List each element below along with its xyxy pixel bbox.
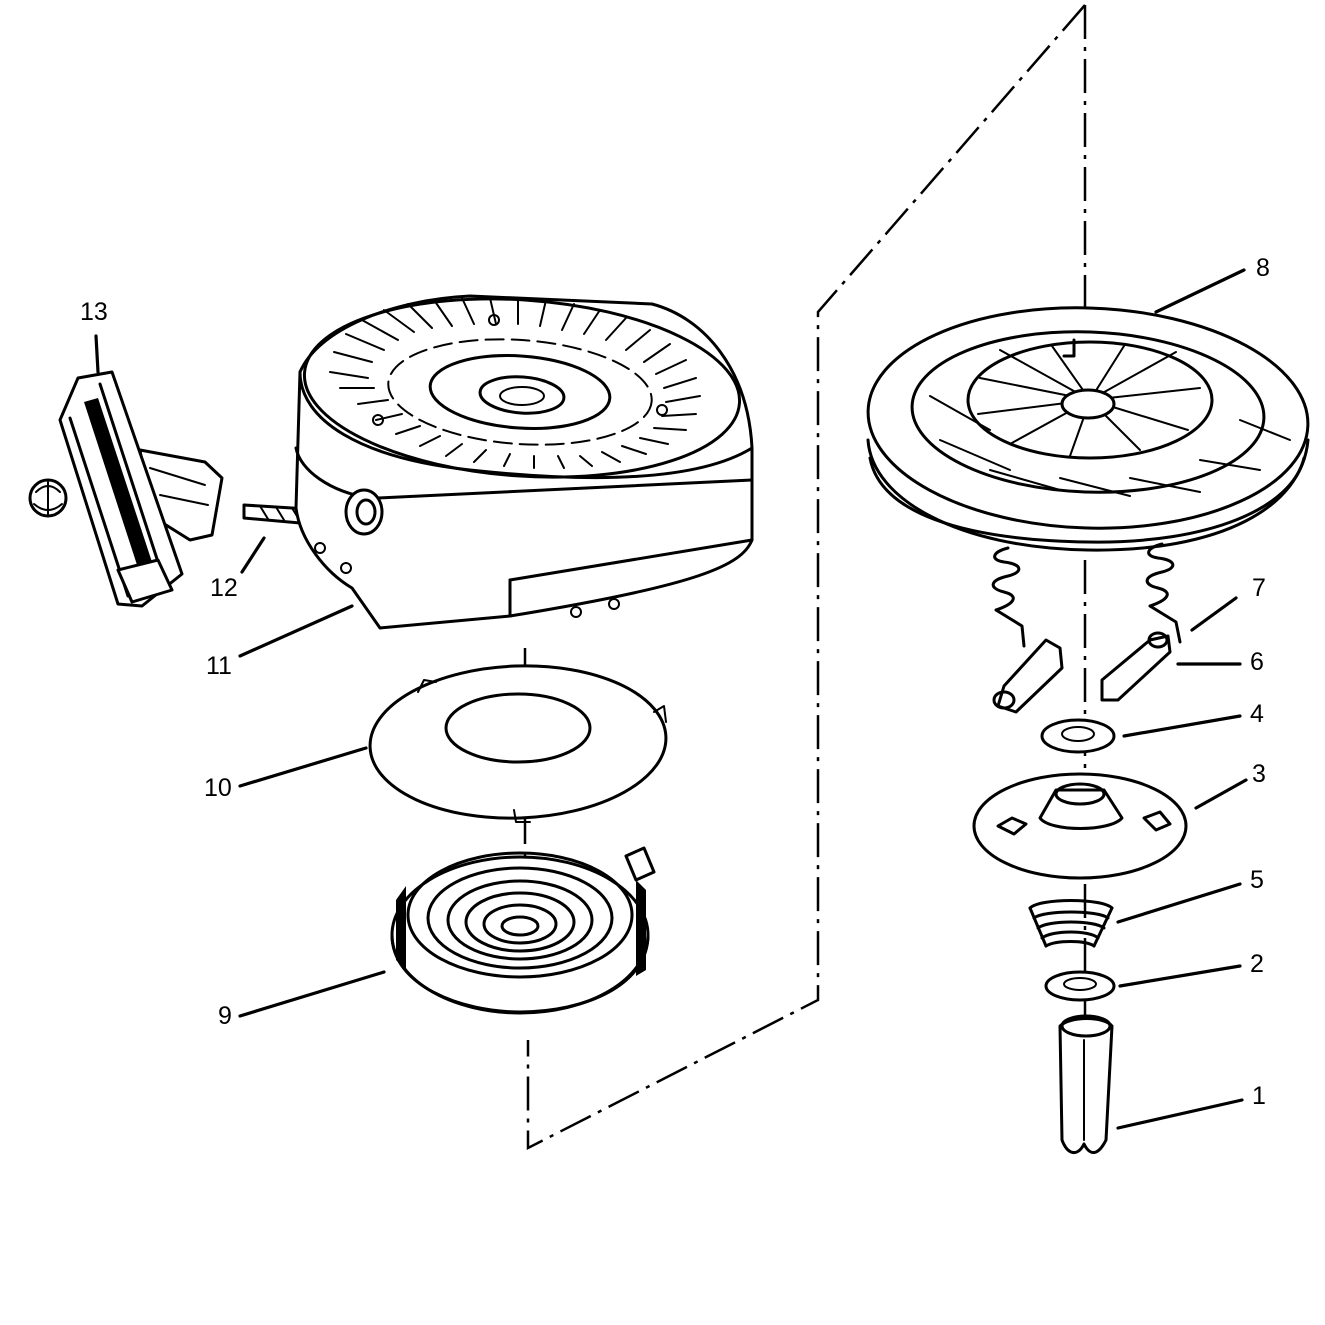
- callout-labels: 1 2 3 4 5 6 7 8 9 10 11 12 13: [80, 254, 1270, 1110]
- callout-4: 4: [1250, 700, 1264, 728]
- leader-lines: [94, 268, 1248, 1130]
- part-4-washer: [1040, 718, 1116, 754]
- part-11-blower-housing: [294, 294, 754, 630]
- callout-8: 8: [1256, 254, 1270, 282]
- callout-12: 12: [210, 574, 238, 602]
- part-3-retainer: [972, 772, 1188, 880]
- callout-7: 7: [1252, 574, 1266, 602]
- callout-9: 9: [218, 1002, 232, 1030]
- part-5-spring: [1028, 899, 1114, 948]
- callout-6: 6: [1250, 648, 1264, 676]
- callout-13: 13: [80, 298, 108, 326]
- callout-3: 3: [1252, 760, 1266, 788]
- part-2-washer: [1044, 970, 1116, 1002]
- part-10-washer-plate: [368, 664, 668, 823]
- part-7-pawl-springs: [991, 542, 1182, 648]
- rope-knot: [28, 478, 68, 518]
- callout-10: 10: [204, 774, 232, 802]
- part-1-pin: [1058, 1014, 1114, 1154]
- part-8-pulley: [866, 306, 1310, 552]
- callout-11: 11: [206, 652, 232, 680]
- part-13-starter-handle: [28, 370, 224, 608]
- part-9-recoil-spring: [390, 846, 656, 1015]
- callout-5: 5: [1250, 866, 1264, 894]
- callout-2: 2: [1250, 950, 1264, 978]
- part-6-pawls: [992, 631, 1172, 714]
- callout-1: 1: [1252, 1082, 1266, 1110]
